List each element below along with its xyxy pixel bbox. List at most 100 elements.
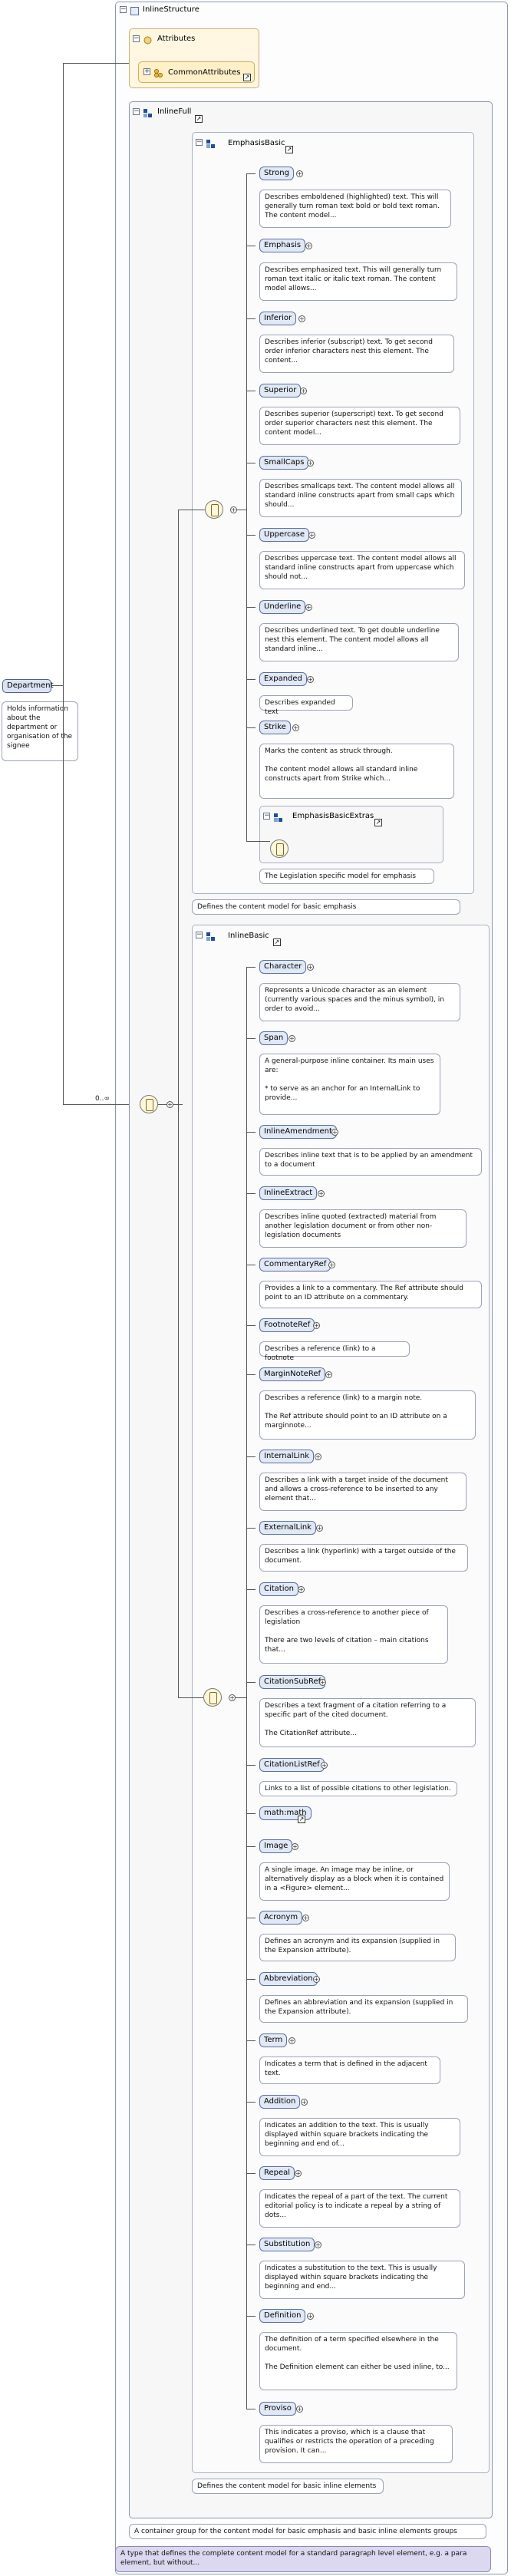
expand-icon[interactable]: + — [307, 460, 314, 467]
element-doc: Provides a link to a commentary. The Ref… — [259, 1281, 482, 1308]
expand-icon[interactable]: + — [328, 1262, 335, 1268]
element-smallcaps[interactable]: SmallCaps — [259, 456, 309, 470]
connector-line — [246, 173, 256, 174]
expand-icon[interactable]: + — [318, 1190, 325, 1197]
common-attributes-group[interactable] — [138, 61, 255, 83]
element-doc: Describes inferior (subscript) text. To … — [259, 335, 454, 373]
element-uppercase[interactable]: Uppercase — [259, 528, 310, 542]
element-doc: Describes smallcaps text. The content mo… — [259, 479, 462, 517]
expand-icon[interactable]: + — [305, 242, 312, 249]
collapse-toggle[interactable]: − — [196, 931, 203, 938]
element-repeal[interactable]: Repeal — [259, 2166, 295, 2180]
inline-full-doc: A container group for the content model … — [129, 2524, 486, 2539]
choice-expand[interactable]: + — [230, 506, 237, 513]
element-addition[interactable]: Addition — [259, 2095, 301, 2109]
element-inferior[interactable]: Inferior — [259, 312, 297, 325]
link-icon[interactable]: ↗ — [243, 74, 251, 81]
connector-line — [236, 1697, 246, 1698]
connector-line — [246, 1374, 256, 1375]
expand-icon[interactable]: + — [295, 2170, 302, 2177]
element-proviso[interactable]: Proviso — [259, 2402, 296, 2416]
expand-icon[interactable]: + — [313, 1976, 320, 1983]
expand-icon[interactable]: + — [307, 2313, 314, 2320]
expand-icon[interactable]: + — [301, 2099, 308, 2106]
element-doc: Describes a cross-reference to another p… — [259, 1605, 448, 1664]
collapse-toggle[interactable]: − — [196, 138, 203, 146]
element-span[interactable]: Span — [259, 1031, 288, 1045]
element-emphasis[interactable]: Emphasis — [259, 239, 306, 252]
connector-line — [246, 967, 256, 968]
connector-line — [246, 1813, 256, 1814]
element-abbreviation[interactable]: Abbreviation — [259, 1972, 318, 1986]
expand-icon[interactable]: + — [331, 1129, 338, 1136]
inline-structure-doc: A type that defines the complete content… — [115, 2546, 491, 2572]
department-element[interactable]: Department — [2, 679, 54, 693]
element-footnoteref[interactable]: FootnoteRef — [259, 1318, 315, 1332]
element-character[interactable]: Character — [259, 960, 307, 974]
element-definition[interactable]: Definition — [259, 2309, 306, 2323]
element-commentaryref[interactable]: CommentaryRef — [259, 1258, 331, 1272]
expand-icon[interactable]: + — [305, 604, 312, 611]
expand-icon[interactable]: + — [292, 724, 299, 731]
expand-icon[interactable]: + — [302, 1915, 309, 1921]
group-icon — [143, 107, 153, 117]
element-term[interactable]: Term — [259, 2033, 288, 2047]
choice-expand[interactable]: + — [229, 1694, 236, 1701]
expand-icon[interactable]: + — [288, 1035, 295, 1042]
expand-icon[interactable]: + — [298, 315, 305, 322]
expand-icon[interactable]: + — [315, 2241, 321, 2248]
link-icon[interactable]: ↗ — [273, 938, 281, 946]
expand-icon[interactable]: + — [316, 1525, 323, 1532]
link-icon[interactable]: ↗ — [285, 146, 293, 153]
element-citationsubref[interactable]: CitationSubRef — [259, 1675, 326, 1689]
expand-icon[interactable]: + — [307, 676, 314, 683]
element-strike[interactable]: Strike — [259, 721, 291, 734]
expand-icon[interactable]: + — [300, 388, 307, 394]
inline-full-title: InlineFull — [157, 107, 192, 116]
expand-icon[interactable]: + — [292, 1843, 298, 1850]
expand-toggle[interactable]: + — [143, 68, 150, 75]
expand-icon[interactable]: + — [296, 170, 303, 177]
element-acronym[interactable]: Acronym — [259, 1911, 303, 1925]
connector-line — [246, 1846, 256, 1847]
element-externallink[interactable]: ExternalLink — [259, 1521, 316, 1535]
element-inlineextract[interactable]: InlineExtract — [259, 1186, 318, 1200]
expand-icon[interactable]: + — [296, 2406, 303, 2413]
expand-icon[interactable]: + — [325, 1371, 332, 1378]
element-strong[interactable]: Strong — [259, 167, 294, 180]
element-expanded[interactable]: Expanded — [259, 672, 307, 686]
element-citationlistref[interactable]: CitationListRef — [259, 1758, 325, 1772]
connector-line — [246, 318, 256, 319]
element-superior[interactable]: Superior — [259, 384, 302, 397]
element-substitution[interactable]: Substitution — [259, 2238, 315, 2251]
element-image[interactable]: Image — [259, 1839, 293, 1853]
common-attributes-label: CommonAttributes — [168, 68, 241, 77]
expand-icon[interactable]: + — [315, 1453, 321, 1460]
connector-line — [246, 1456, 256, 1457]
expand-icon[interactable]: + — [288, 2037, 295, 2044]
element-citation[interactable]: Citation — [259, 1582, 298, 1596]
link-icon[interactable]: ↗ — [374, 819, 382, 826]
element-underline[interactable]: Underline — [259, 600, 306, 614]
element-internallink[interactable]: InternalLink — [259, 1450, 315, 1463]
expand-icon[interactable]: + — [319, 1679, 326, 1686]
expand-icon[interactable]: + — [313, 1322, 320, 1329]
collapse-toggle[interactable]: − — [263, 812, 270, 820]
element-doc: Links to a list of possible citations to… — [259, 1781, 457, 1796]
collapse-toggle[interactable]: − — [133, 35, 140, 42]
link-icon[interactable]: ↗ — [298, 1816, 305, 1823]
expand-icon[interactable]: + — [308, 532, 315, 539]
connector-line — [51, 685, 63, 686]
emphasis-basic-extras-box[interactable] — [259, 806, 443, 863]
connector-line — [246, 173, 247, 841]
sequence-compositor-icon — [140, 1095, 158, 1113]
expand-icon[interactable]: + — [321, 1762, 328, 1769]
collapse-toggle[interactable]: − — [120, 5, 127, 13]
sequence-expand[interactable]: + — [166, 1101, 173, 1108]
expand-icon[interactable]: + — [307, 964, 314, 971]
collapse-toggle[interactable]: − — [133, 107, 140, 115]
element-marginnoteref[interactable]: MarginNoteRef — [259, 1367, 325, 1381]
expand-icon[interactable]: + — [298, 1586, 305, 1593]
element-inlineamendment[interactable]: InlineAmendment — [259, 1125, 337, 1139]
link-icon[interactable]: ↗ — [195, 115, 203, 123]
